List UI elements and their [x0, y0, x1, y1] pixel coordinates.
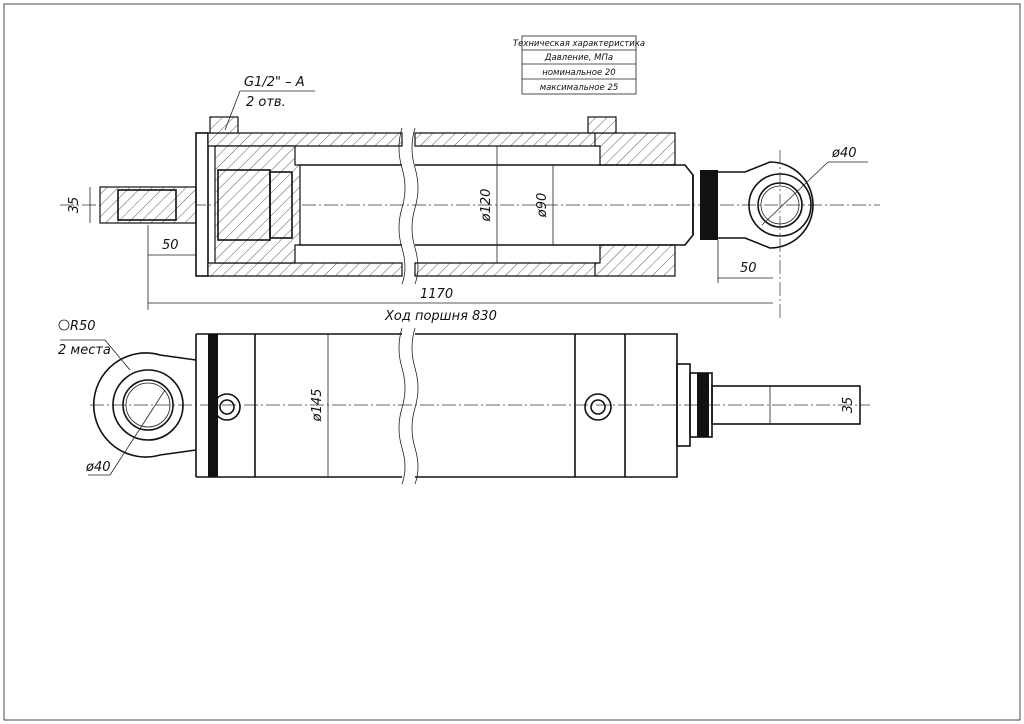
end-cap	[195, 132, 209, 277]
dim-radius: R50	[70, 319, 96, 334]
sheet-border	[3, 3, 1021, 721]
dim-rear-eye-dia: ø40	[85, 460, 111, 475]
dim-rod-bore-dia: ø90	[535, 193, 550, 219]
port-right-circle	[584, 393, 612, 421]
port-right	[587, 116, 617, 134]
dim-left-offset: 50	[162, 238, 179, 253]
spec-title: Техническая характеристика	[513, 39, 645, 49]
rear-clevis	[99, 186, 197, 224]
dim-places: 2 места	[58, 343, 111, 358]
spec-table: Техническая характеристика Давление, МПа…	[513, 35, 645, 95]
port-count-label: 2 отв.	[246, 95, 286, 110]
rod-eye	[744, 150, 814, 318]
piston	[214, 145, 301, 264]
dim-rod-dia: 35	[841, 397, 856, 414]
wiper-seal	[700, 170, 718, 240]
dim-rear-rod-dia: 35	[67, 197, 82, 214]
dim-total-length: 1170	[420, 287, 453, 302]
port-left-circle	[213, 393, 241, 421]
rear-eye	[92, 352, 197, 458]
dim-eye-dia: ø40	[831, 146, 857, 161]
dim-stroke: Ход поршня 830	[384, 309, 497, 324]
spec-pressure: Давление, МПа	[544, 53, 613, 63]
dim-bore-dia: ø120	[479, 189, 494, 223]
top-section-view: 35 50 1170 Ход поршня 830 50 ø120 ø90 ø4…	[60, 75, 880, 324]
cap-band	[208, 334, 218, 477]
dim-right-offset: 50	[740, 261, 757, 276]
dim-body-dia: ø145	[310, 389, 325, 423]
bottom-side-view: 35 ø145 R50 2 места ø40	[58, 319, 870, 485]
gland	[594, 132, 676, 166]
radius-symbol	[58, 319, 70, 331]
spec-maximum: максимальное 25	[540, 83, 619, 93]
spec-nominal: номинальное 20	[542, 68, 615, 78]
rod-seal-band	[697, 373, 709, 437]
port-left	[209, 116, 239, 134]
port-thread-label: G1/2" – A	[244, 75, 305, 90]
